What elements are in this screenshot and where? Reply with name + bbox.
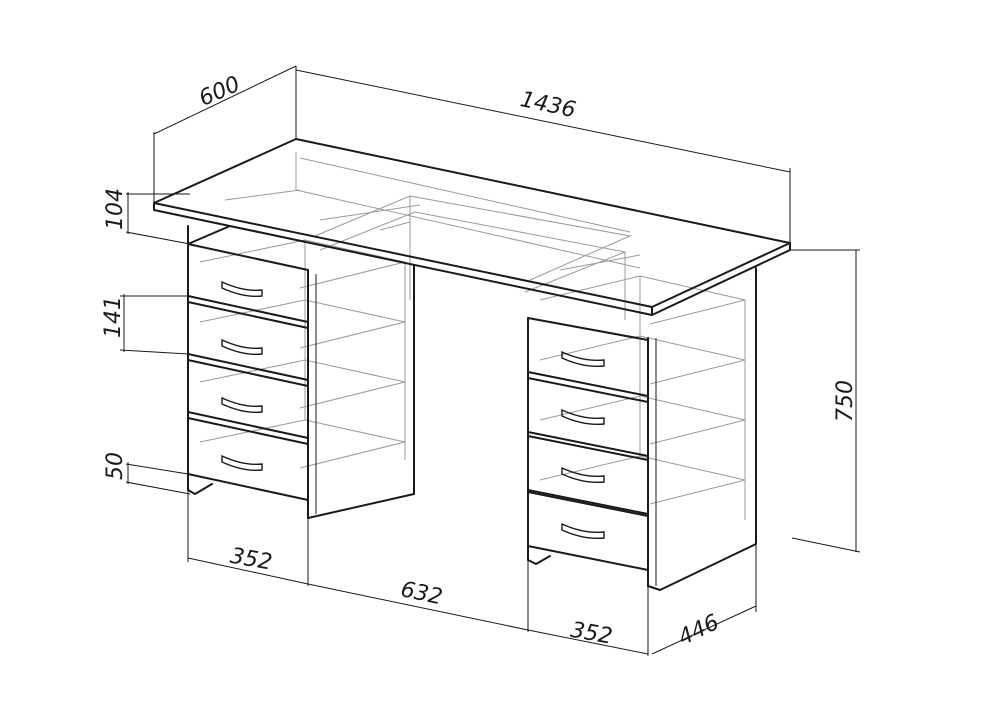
hidden-construction-lines [199,152,746,520]
drawer-handle [221,396,263,414]
drawer-handle [561,466,605,484]
dim-knee-space-width: 632 [398,577,444,610]
right-pedestal [527,267,757,591]
left-pedestal [187,225,415,519]
drawer-handle [221,454,263,472]
dim-depth-pedestal: 446 [674,610,723,651]
drawer-handle [561,522,605,540]
dimension-lines [119,65,861,656]
dim-pedestal-left-width: 352 [228,544,274,576]
dim-height-total: 750 [833,380,858,422]
dim-pedestal-right-width: 352 [569,618,615,650]
dim-plinth-height: 50 [103,452,128,480]
drawer-handle [221,280,263,298]
dim-drawer-height: 141 [101,296,126,338]
drawer-handle [561,350,605,368]
drawer-handle [561,408,605,426]
dim-top-frame-height: 104 [103,188,128,230]
dim-depth-top: 600 [195,72,244,112]
drawer-handle [221,338,263,356]
